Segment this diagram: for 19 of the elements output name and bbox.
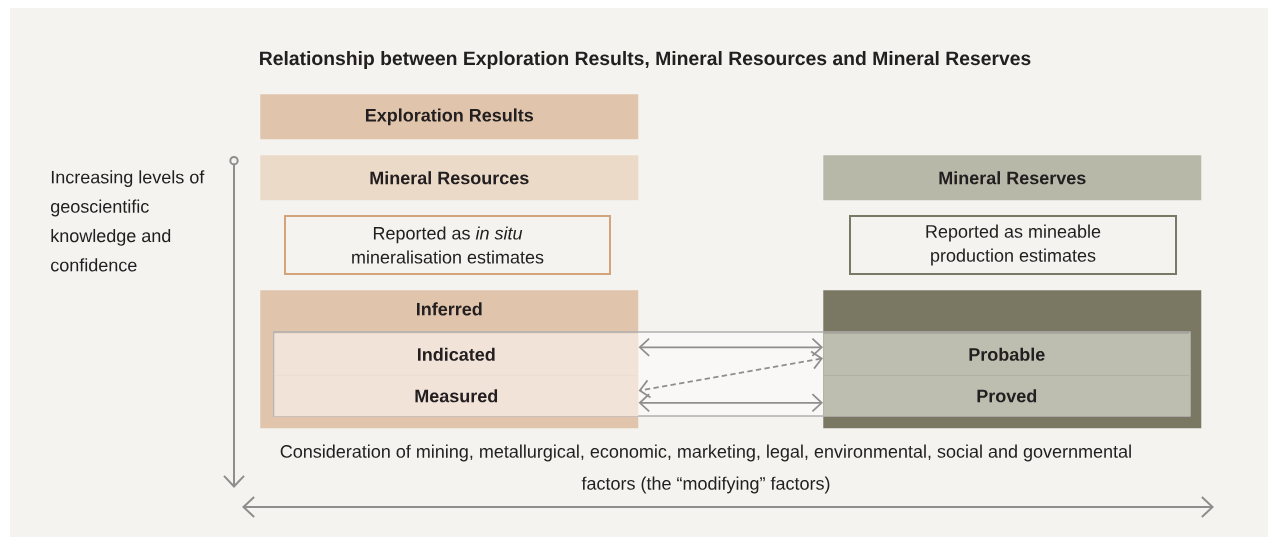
axis-label: Consideration of mining, metallurgical, economic, marketing, legal, environmental, social and governmental factors (the “modifying” factors) [280, 444, 1131, 494]
description-box: Reported as mineable production estimates [849, 215, 1177, 275]
node-label: Proved [977, 389, 1037, 403]
node-label: Indicated [417, 347, 495, 361]
double-arrow [638, 350, 823, 399]
title: Relationship between Exploration Results, Mineral Resources and Mineral Reserves [260, 51, 1031, 69]
category-cell: Indicated [274, 333, 639, 376]
node-label: Probable [969, 347, 1045, 361]
category-cell: Probable [823, 333, 1191, 376]
category-cell: Measured [274, 375, 639, 417]
category-band: Exploration Results [260, 94, 639, 140]
category-band: Mineral Reserves [823, 155, 1202, 201]
category-band: Mineral Resources [260, 155, 639, 201]
axis-label: Increasing levels of geoscientific knowledge and confidence [51, 170, 205, 272]
category-cell: Proved [823, 375, 1191, 417]
description-box: Reported as in situ mineralisation estimates [284, 215, 611, 275]
double-arrow [638, 393, 823, 413]
node-label: Measured [415, 389, 498, 403]
double-arrow [638, 337, 823, 357]
